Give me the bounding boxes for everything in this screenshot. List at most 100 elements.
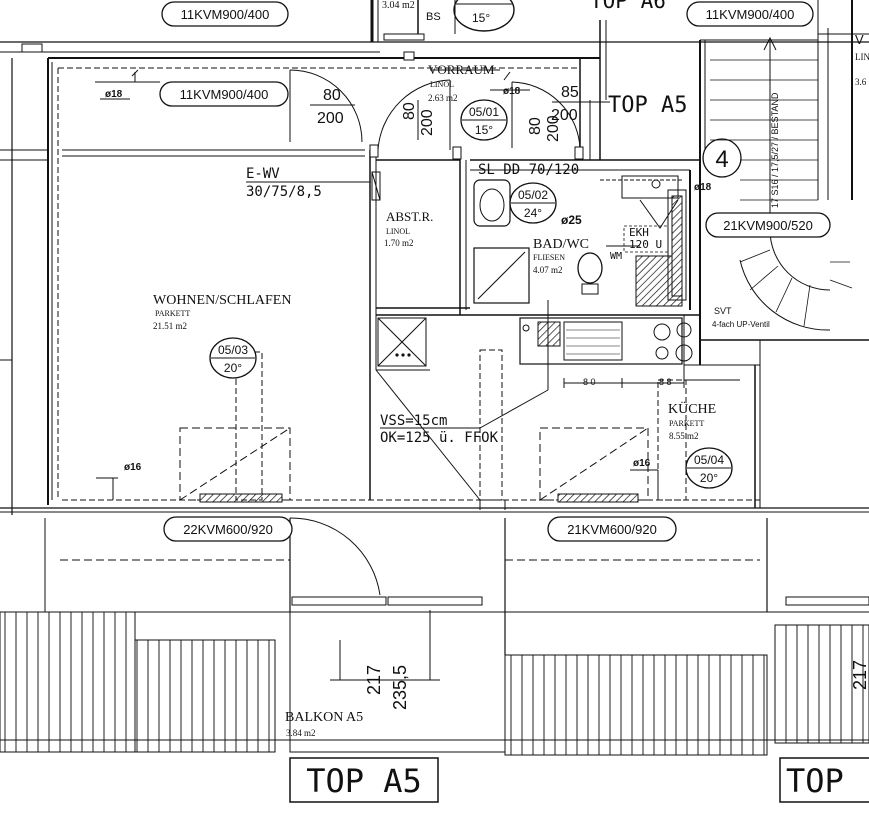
svg-text:PARKETT: PARKETT: [669, 419, 704, 428]
unit-title-bottom: TOP A5: [306, 762, 422, 800]
svg-text:11KVM900/400: 11KVM900/400: [180, 87, 269, 102]
svg-text:85: 85: [561, 84, 579, 101]
stair-number: 4: [715, 146, 728, 173]
svg-text:LINOL: LINOL: [430, 80, 454, 89]
washbasin-icon: [473, 179, 511, 227]
svg-text:200: 200: [419, 109, 436, 136]
svg-text:05/03: 05/03: [218, 343, 248, 357]
stair-label: 17 S16 / 17,5/27 / BESTAND: [770, 92, 780, 208]
window-tag-label: 11KVM900/400: [181, 7, 270, 22]
window-tag-top-left: [161, 1, 289, 27]
stair-number-badge: [702, 138, 742, 178]
staircase: 4 17 S16 / 17,5/27 / BESTAND 21KVM900/52…: [702, 36, 853, 331]
unit-title: TOP A5: [608, 93, 687, 118]
svg-text:ø25: ø25: [561, 213, 582, 227]
kitchen-fixtures: [519, 300, 693, 390]
svg-text:8 8: 8 8: [659, 377, 672, 387]
kitchen-counter: [519, 317, 683, 365]
svg-text:PARKETT: PARKETT: [155, 309, 190, 318]
window-tag-label: 11KVM900/400: [706, 7, 795, 22]
window-tag-stair: [705, 212, 831, 238]
edge-apt-label: TOP A6: [590, 0, 666, 13]
annotations: E-WV 30/75/8,5 SL DD 70/120 EKH 120 U WM…: [246, 101, 770, 446]
slope-tags: 05/01 15° 05/02 24° 05/03 20° 05/04 20°: [209, 99, 733, 489]
vss-label: VSS=15cm: [380, 413, 447, 429]
unit-title-box: [289, 757, 439, 803]
svg-text:20°: 20°: [700, 471, 718, 485]
svg-text:21KVM600/920: 21KVM600/920: [567, 522, 657, 537]
room-name-wohnen: WOHNEN/SCHLAFEN: [153, 293, 291, 308]
svg-text:30/75/8,5: 30/75/8,5: [246, 184, 322, 200]
svg-text:05/02: 05/02: [518, 188, 548, 202]
windows: [95, 69, 687, 503]
edge-right-frag: V: [855, 32, 864, 47]
svg-text:8 0: 8 0: [583, 377, 596, 387]
window-tag-living: [159, 81, 289, 107]
svg-text:4.07 m2: 4.07 m2: [533, 265, 563, 275]
svg-text:217: 217: [364, 665, 384, 695]
window-tag-top-right: [686, 1, 814, 27]
room-name-abstr: ABST.R.: [386, 209, 433, 224]
doors: [289, 51, 584, 596]
svg-text:2.63 m2: 2.63 m2: [428, 93, 458, 103]
unit-title-bottom-right: TOP: [786, 762, 844, 800]
wm-label: WM: [610, 251, 622, 262]
svg-text:05/01: 05/01: [469, 105, 499, 119]
room-name-balkon: BALKON A5: [285, 710, 363, 725]
svg-text:ø18: ø18: [503, 86, 521, 97]
room-labels: VORRAUM LINOL 2.63 m2 ABST.R. LINOL 1.70…: [153, 62, 716, 738]
edge-slope-label: 15°: [472, 11, 490, 25]
ekh-label: EKH: [629, 226, 649, 239]
svg-text:3.84 m2: 3.84 m2: [286, 728, 316, 738]
room-name-bad: BAD/WC: [533, 237, 589, 252]
svg-text:ø16: ø16: [124, 462, 142, 473]
sl-dd-label: SL DD 70/120: [478, 162, 579, 178]
unit-titles: TOP A5 TOP A5 TOP: [289, 93, 869, 803]
svt-label: SVT: [714, 306, 732, 316]
ok-label: OK=125 ü. FFOK: [380, 430, 499, 446]
svg-text:LINOL: LINOL: [386, 227, 410, 236]
svg-text:235,5: 235,5: [390, 665, 410, 710]
ewv-label: E-WV: [246, 166, 280, 182]
svg-text:3.6: 3.6: [855, 77, 867, 87]
window-tags: 11KVM900/400 22KVM600/920 21KVM600/920: [159, 81, 677, 542]
svg-text:22KVM600/920: 22KVM600/920: [183, 522, 273, 537]
svg-text:217: 217: [850, 660, 869, 690]
svg-text:15°: 15°: [475, 123, 493, 137]
room-name-kueche: KÜCHE: [668, 400, 716, 417]
edge-bs-label: BS: [426, 11, 441, 23]
shower-tray-icon: [473, 247, 530, 304]
edge-area-label: 3.04 m2: [382, 0, 415, 11]
svg-text:FLIESEN: FLIESEN: [533, 253, 565, 262]
svg-text:200: 200: [551, 107, 578, 124]
svg-text:120 U: 120 U: [629, 238, 662, 251]
dimensions: 80 200 80 200 85 200 80 200 8 0 8 8 217 …: [310, 84, 869, 710]
svg-text:20°: 20°: [224, 361, 242, 375]
balcony: [0, 518, 869, 756]
unit-title-box-right: [779, 757, 869, 803]
svg-text:80: 80: [323, 87, 341, 104]
svg-text:05/04: 05/04: [694, 453, 724, 467]
sink-icon: [537, 321, 561, 347]
svg-text:LIN: LIN: [855, 52, 869, 62]
toilet-icon: [577, 252, 603, 284]
window-tag-balcony: [163, 516, 293, 542]
window-tag-kitchen: [547, 516, 677, 542]
svg-text:8.55 m2: 8.55 m2: [669, 431, 699, 441]
window-tag-label: 21KVM900/520: [723, 218, 813, 233]
svg-text:4-fach UP-Ventil: 4-fach UP-Ventil: [712, 320, 770, 329]
svg-text:200: 200: [317, 110, 344, 127]
svg-text:ø18: ø18: [694, 182, 712, 193]
svg-text:21.51 m2: 21.51 m2: [153, 321, 187, 331]
bathroom-fixtures: [473, 175, 687, 307]
pipe-diameters: ø18 ø18 ø18 ø16 ø16 ø25: [100, 86, 712, 473]
hob-icon: [653, 323, 671, 341]
svg-text:24°: 24°: [524, 206, 542, 220]
svg-text:ø16: ø16: [633, 458, 651, 469]
svg-text:80: 80: [401, 102, 418, 120]
meter-cabinet-icon: [377, 317, 427, 367]
svg-text:80: 80: [527, 117, 544, 135]
svg-text:200: 200: [545, 115, 562, 142]
storage-fixtures: [371, 171, 427, 367]
